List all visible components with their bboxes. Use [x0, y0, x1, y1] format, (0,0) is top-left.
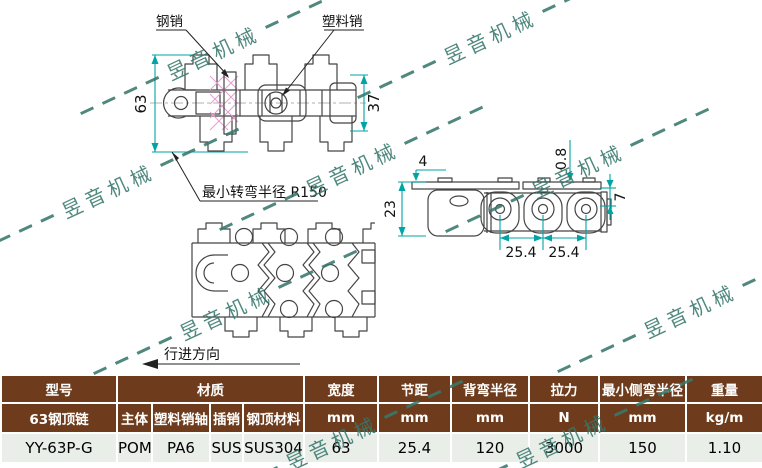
value-body: POM	[116, 432, 153, 464]
table-header-row-2: 63钢顶链 主体 塑料销轴 插销 钢顶材料 mm mm mm N mm kg/m	[0, 402, 762, 434]
dim-37-label: 37	[365, 93, 383, 112]
value-min-side-bend-radius: 150	[598, 432, 687, 464]
steel-pin-label: 钢销	[156, 14, 183, 30]
dimension-arrows	[151, 55, 614, 242]
dim-pitch-left-label: 25.4	[505, 245, 536, 261]
dim-23-label: 23	[383, 200, 399, 218]
header-pitch: 节距	[377, 374, 452, 404]
value-insert-pin: SUS	[209, 432, 244, 464]
travel-direction-arrow-icon	[142, 359, 158, 369]
dim-pitch-right-label: 25.4	[548, 245, 579, 261]
side-view-drawing	[411, 177, 612, 237]
subheader-body: 主体	[116, 402, 153, 434]
header-tension: 拉力	[528, 374, 600, 404]
subheader-insert-pin: 插销	[209, 402, 244, 434]
subheader-steel-top-material: 钢顶材料	[242, 402, 305, 434]
value-pitch: 25.4	[377, 432, 452, 464]
subheader-weight-unit: kg/m	[685, 402, 762, 434]
header-back-bend-radius: 背弯半径	[450, 374, 530, 404]
value-back-bend-radius: 120	[450, 432, 530, 464]
header-width: 宽度	[303, 374, 379, 404]
header-min-side-bend-radius: 最小侧弯半径	[598, 374, 687, 404]
dim-0-8-label: 0.8	[554, 148, 570, 170]
value-steel-top-material: SUS304	[242, 432, 305, 464]
subheader-pitch-unit: mm	[377, 402, 452, 434]
subheader-width-unit: mm	[303, 402, 379, 434]
bottom-view-drawing	[191, 222, 376, 338]
value-model: YY-63P-G	[0, 432, 118, 464]
dim-63-label: 63	[132, 94, 150, 113]
value-weight: 1.10	[685, 432, 762, 464]
plastic-pin-label: 塑料销	[322, 14, 363, 30]
travel-direction-label: 行进方向	[164, 347, 220, 363]
dimension-lines	[152, 54, 616, 250]
spec-table: 型号 材质 宽度 节距 背弯半径 拉力 最小侧弯半径 重量 63钢顶链 主体 塑…	[0, 374, 762, 464]
value-width: 63	[303, 432, 379, 464]
value-plastic-pin-shaft: PA6	[151, 432, 211, 464]
subheader-plastic-pin-shaft: 塑料销轴	[151, 402, 211, 434]
table-data-row: YY-63P-G POM PA6 SUS SUS304 63 25.4 120 …	[0, 432, 762, 464]
dim-4-label: 4	[419, 154, 428, 170]
table-header-row-1: 型号 材质 宽度 节距 背弯半径 拉力 最小侧弯半径 重量	[0, 374, 762, 404]
value-tension: 3000	[528, 432, 600, 464]
header-model: 型号	[0, 374, 118, 404]
engineering-drawing: 63 37 23 4 0.8 7 25.4 25.4 钢销 塑料销 最小转弯半径…	[132, 14, 629, 369]
dim-7-label: 7	[613, 193, 629, 202]
subheader-side-bend-unit: mm	[598, 402, 687, 434]
header-material: 材质	[116, 374, 305, 404]
top-view-drawing	[150, 54, 366, 152]
subheader-tension-unit: N	[528, 402, 600, 434]
header-weight: 重量	[685, 374, 762, 404]
subheader-model: 63钢顶链	[0, 402, 118, 434]
plastic-pin	[264, 91, 288, 115]
min-bend-radius-label: 最小转弯半径 R150	[202, 184, 327, 201]
subheader-back-bend-unit: mm	[450, 402, 530, 434]
